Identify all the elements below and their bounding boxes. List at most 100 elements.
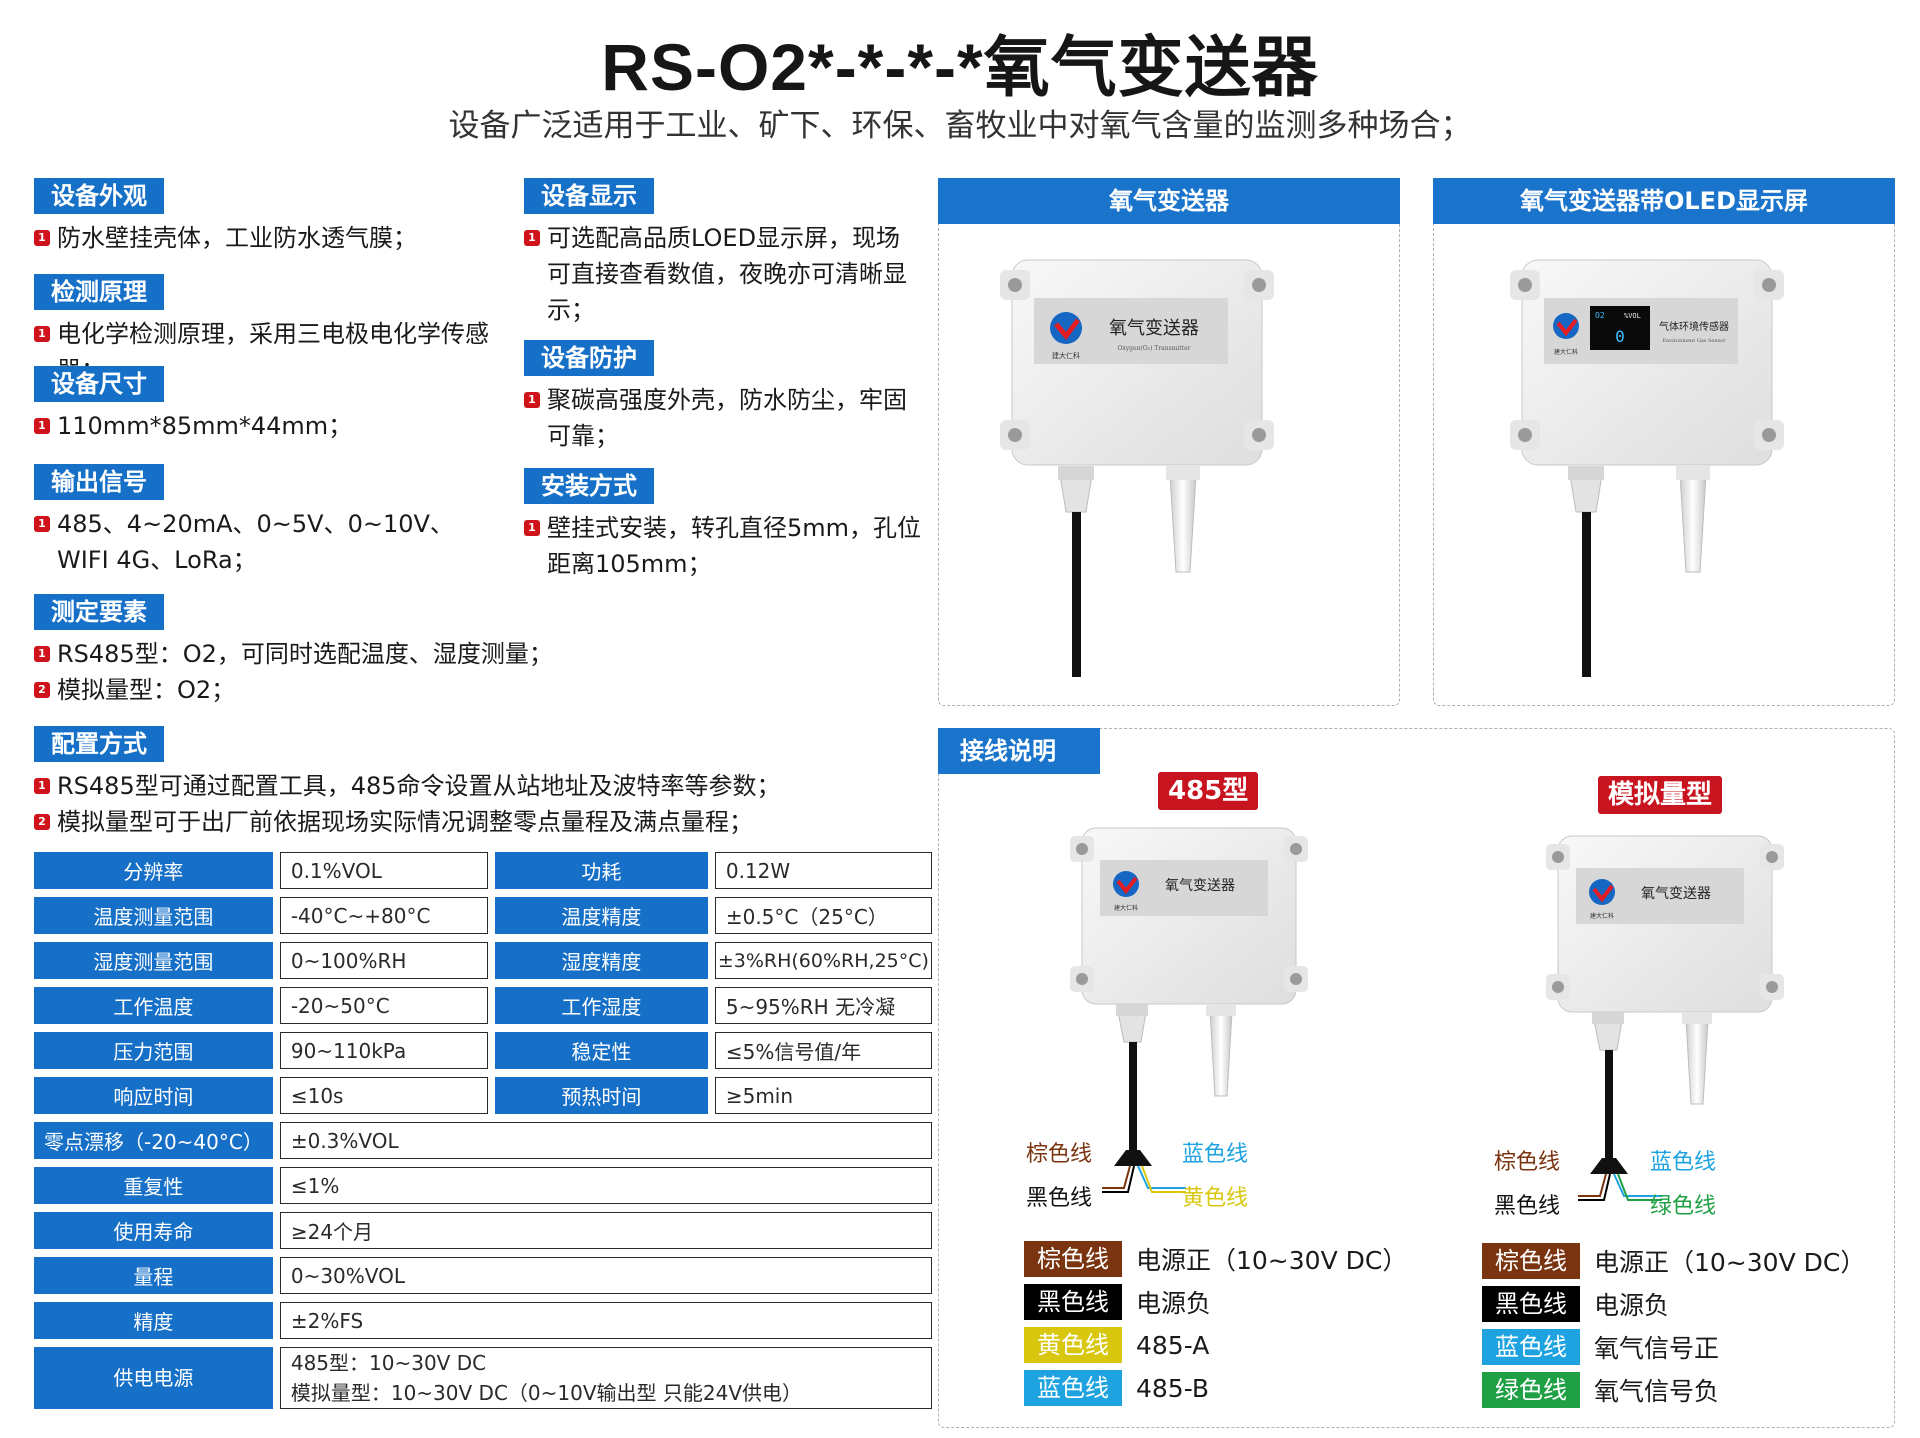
- list-item: 2 模拟量型：O2；: [34, 672, 614, 708]
- wire-desc: 电源负: [1136, 1289, 1212, 1318]
- spec-value: ±2%FS: [279, 1302, 932, 1339]
- device-label: 氧气变送器: [1109, 318, 1199, 339]
- wire-label-green: 绿色线: [1650, 1194, 1717, 1219]
- table-row: 精度 ±2%FS: [34, 1302, 932, 1339]
- number-badge: 2: [34, 814, 50, 830]
- wire-chip-green: 绿色线: [1482, 1372, 1580, 1408]
- spec-label: 重复性: [34, 1167, 273, 1204]
- number-badge: 1: [524, 520, 540, 536]
- brand-label: 建大仁科: [1052, 351, 1080, 360]
- wiring-title: 接线说明: [938, 728, 1100, 774]
- number-badge: 1: [34, 778, 50, 794]
- spec-label: 零点漂移（-20~40°C）: [34, 1122, 273, 1159]
- item-text: RS485型：O2，可同时选配温度、湿度测量；: [57, 640, 553, 668]
- wire-desc: 电源正（10~30V DC）: [1594, 1248, 1866, 1277]
- list-item: 1 485、4~20mA、0~5V、0~10V、WIFI 4G、LoRa；: [34, 506, 474, 578]
- spec-label: 供电电源: [34, 1347, 273, 1409]
- number-badge: 1: [34, 230, 50, 246]
- table-row: 湿度测量范围 0~100%RH 湿度精度 ±3%RH(60%RH,25°C): [34, 942, 932, 979]
- section-label-config: 配置方式: [34, 726, 164, 762]
- device-label: 氧气变送器: [1641, 886, 1711, 902]
- wire-chip-brown: 棕色线: [1024, 1241, 1122, 1277]
- wire-chip-black: 黑色线: [1482, 1286, 1580, 1322]
- spec-label: 功耗: [494, 852, 708, 889]
- spec-label: 工作温度: [34, 987, 273, 1024]
- brand-label: 建大仁科: [1554, 348, 1578, 356]
- spec-label: 分辨率: [34, 852, 273, 889]
- table-row: 压力范围 90~110kPa 稳定性 ≤5%信号值/年: [34, 1032, 932, 1069]
- table-row: 供电电源 485型：10~30V DC 模拟量型：10~30V DC（0~10V…: [34, 1347, 932, 1409]
- item-text: 110mm*85mm*44mm；: [57, 412, 353, 440]
- wire-desc: 485-B: [1136, 1373, 1209, 1403]
- table-row: 使用寿命 ≥24个月: [34, 1212, 932, 1249]
- section-label-appearance: 设备外观: [34, 178, 164, 214]
- number-badge: 1: [524, 230, 540, 246]
- item-text: 可选配高品质LOED显示屏，现场可直接查看数值，夜晚亦可清晰显示；: [547, 224, 907, 324]
- wire-label-blue: 蓝色线: [1650, 1150, 1717, 1175]
- spec-table: 分辨率 0.1%VOL 功耗 0.12W 温度测量范围 -40°C~+80°C …: [27, 844, 939, 1417]
- power-line: 485型：10~30V DC: [290, 1351, 487, 1375]
- list-item: 2 模拟量型可于出厂前依据现场实际情况调整零点量程及满点量程；: [34, 804, 934, 840]
- type-badge-485: 485型: [1158, 772, 1259, 810]
- spec-value: -20~50°C: [279, 987, 488, 1024]
- spec-label: 量程: [34, 1257, 273, 1294]
- item-text: 聚碳高强度外壳，防水防尘，牢固可靠；: [547, 386, 907, 450]
- list-item: 1 RS485型可通过配置工具，485命令设置从站地址及波特率等参数；: [34, 768, 934, 804]
- wire-chip-black: 黑色线: [1024, 1284, 1122, 1320]
- legend-row: 蓝色线 485-B: [1024, 1369, 1209, 1407]
- section-label-protection: 设备防护: [524, 340, 654, 376]
- spec-label: 使用寿命: [34, 1212, 273, 1249]
- device-label-en: Oxygen(O₂) Transmitter: [1117, 345, 1190, 352]
- number-badge: 1: [34, 326, 50, 342]
- item-text: 防水壁挂壳体，工业防水透气膜；: [57, 224, 417, 252]
- wire-desc: 氧气信号负: [1594, 1377, 1720, 1406]
- wire-label-black: 黑色线: [1026, 1186, 1093, 1211]
- spec-value: 0.1%VOL: [279, 852, 488, 889]
- table-row: 工作温度 -20~50°C 工作湿度 5~95%RH 无冷凝: [34, 987, 932, 1024]
- number-badge: 2: [34, 682, 50, 698]
- wire-label-black: 黑色线: [1494, 1194, 1561, 1219]
- legend-row: 黄色线 485-A: [1024, 1326, 1209, 1364]
- spec-value: ≤5%信号值/年: [714, 1032, 932, 1069]
- spec-value: 90~110kPa: [279, 1032, 488, 1069]
- list-item: 1 可选配高品质LOED显示屏，现场可直接查看数值，夜晚亦可清晰显示；: [524, 220, 924, 328]
- transmitter-analog-image: 建大仁科 氧气变送器: [1546, 835, 1784, 1174]
- table-row: 响应时间 ≤10s 预热时间 ≥5min: [34, 1077, 932, 1114]
- oled-gas: O2: [1595, 311, 1605, 320]
- device-label: 氧气变送器: [1165, 878, 1235, 894]
- wire-desc: 485-A: [1136, 1330, 1210, 1360]
- spec-value: 485型：10~30V DC 模拟量型：10~30V DC（0~10V输出型 只…: [279, 1347, 932, 1409]
- section-label-display: 设备显示: [524, 178, 654, 214]
- spec-label: 响应时间: [34, 1077, 273, 1114]
- oled-value: 0: [1615, 327, 1625, 346]
- table-row: 温度测量范围 -40°C~+80°C 温度精度 ±0.5°C（25°C）: [34, 897, 932, 934]
- spec-label: 湿度测量范围: [34, 942, 273, 979]
- section-label-install: 安装方式: [524, 468, 654, 504]
- number-badge: 1: [34, 646, 50, 662]
- number-badge: 1: [34, 516, 50, 532]
- table-row: 重复性 ≤1%: [34, 1167, 932, 1204]
- spec-value: -40°C~+80°C: [279, 897, 488, 934]
- spec-value: ≤10s: [279, 1077, 488, 1114]
- wire-label-brown: 棕色线: [1494, 1150, 1561, 1175]
- spec-label: 预热时间: [494, 1077, 708, 1114]
- item-text: 485、4~20mA、0~5V、0~10V、WIFI 4G、LoRa；: [57, 510, 454, 574]
- table-row: 零点漂移（-20~40°C） ±0.3%VOL: [34, 1122, 932, 1159]
- section-label-elements: 测定要素: [34, 594, 164, 630]
- brand-label: 建大仁科: [1114, 904, 1138, 912]
- spec-value: ≥5min: [714, 1077, 932, 1114]
- item-text: 壁挂式安装，转孔直径5mm，孔位距离105mm；: [547, 514, 922, 578]
- section-label-output: 输出信号: [34, 464, 164, 500]
- item-text: 模拟量型可于出厂前依据现场实际情况调整零点量程及满点量程；: [57, 808, 753, 836]
- number-badge: 1: [524, 392, 540, 408]
- power-line: 模拟量型：10~30V DC（0~10V输出型 只能24V供电）: [290, 1381, 803, 1405]
- list-item: 1 110mm*85mm*44mm；: [34, 408, 514, 444]
- device-label: 气体环境传感器: [1659, 320, 1729, 333]
- spec-value: ≤1%: [279, 1167, 932, 1204]
- spec-value: ±0.5°C（25°C）: [714, 897, 932, 934]
- spec-value: ±3%RH(60%RH,25°C): [714, 942, 932, 979]
- legend-row: 绿色线 氧气信号负: [1482, 1371, 1719, 1409]
- wire-fan-analog: [1578, 1173, 1662, 1201]
- device-label-en: Environment Gas Sensor: [1662, 338, 1726, 344]
- wire-chip-blue: 蓝色线: [1482, 1329, 1580, 1365]
